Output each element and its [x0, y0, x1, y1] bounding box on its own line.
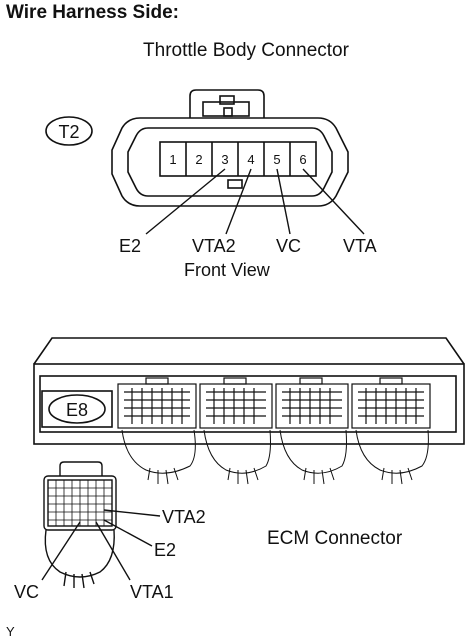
label-e2: E2 — [119, 236, 141, 256]
page-title: Wire Harness Side: — [6, 2, 180, 23]
label-vc: VC — [276, 236, 301, 256]
throttle-pin-labels: E2 VTA2 VC VTA — [119, 236, 377, 256]
ecm-block-3 — [275, 377, 349, 429]
label-ecm-vta2: VTA2 — [162, 507, 206, 527]
throttle-body-connector — [111, 89, 349, 207]
ecm-plug-connector — [43, 461, 117, 589]
ecm-leader-lines — [41, 509, 161, 581]
label-vta: VTA — [343, 236, 377, 256]
label-ecm-vta1: VTA1 — [130, 582, 174, 602]
label-ecm-e2: E2 — [154, 540, 176, 560]
ecm-pin-labels: VTA2 E2 VC VTA1 — [14, 507, 206, 602]
leader-ecm-e2 — [103, 519, 153, 547]
leader-vc — [276, 168, 291, 235]
ecm-connector-label: ECM Connector — [267, 528, 403, 549]
pin-number-5: 5 — [273, 152, 280, 167]
front-view-caption: Front View — [184, 260, 270, 280]
ecm-connector-blocks — [117, 377, 431, 429]
t2-badge: T2 — [45, 116, 93, 146]
label-ecm-vc: VC — [14, 582, 39, 602]
pin-number-2: 2 — [195, 152, 202, 167]
label-vta2: VTA2 — [192, 236, 236, 256]
pin-number-6: 6 — [299, 152, 306, 167]
throttle-pin-numbers: 1 2 3 4 5 6 — [169, 152, 306, 167]
pin-number-4: 4 — [247, 152, 254, 167]
pin-number-1: 1 — [169, 152, 176, 167]
e8-badge: E8 — [41, 390, 113, 428]
ecm-block-4 — [351, 377, 431, 429]
leader-ecm-vc — [41, 521, 81, 581]
e8-badge-text: E8 — [66, 400, 88, 420]
figure-code: Y — [6, 624, 15, 639]
ecm-housing — [33, 337, 465, 445]
leader-ecm-vta1 — [95, 521, 131, 581]
leader-vta2 — [225, 168, 252, 235]
pin-number-3: 3 — [221, 152, 228, 167]
leader-vta — [302, 168, 365, 235]
leader-ecm-vta2 — [103, 509, 161, 517]
ecm-block-2 — [199, 377, 273, 429]
ecm-block-1 — [117, 377, 197, 429]
leader-e2 — [145, 168, 226, 235]
throttle-leader-lines — [145, 168, 365, 235]
t2-badge-text: T2 — [58, 122, 79, 142]
throttle-body-connector-title: Throttle Body Connector — [143, 40, 349, 61]
ecm-harness-bundles — [121, 429, 429, 485]
